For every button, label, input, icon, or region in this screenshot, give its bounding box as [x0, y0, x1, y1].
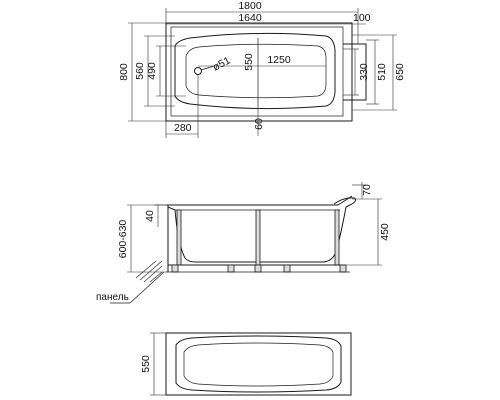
side-leg-1: [176, 209, 182, 266]
top-basin-inner: [185, 43, 327, 99]
dim-1640: 1640: [238, 12, 262, 24]
dim-510: 510: [376, 63, 388, 81]
dim-70: 70: [361, 184, 373, 196]
top-basin-outer: [174, 32, 336, 110]
dim-60: 60: [253, 118, 265, 130]
front-view: 550: [140, 332, 352, 396]
dim-560: 560: [134, 62, 146, 80]
dim-450: 450: [379, 223, 391, 241]
dim-100: 100: [353, 12, 371, 24]
front-outer: [165, 332, 352, 396]
panel-leader: [129, 271, 165, 304]
front-basin-outer: [175, 335, 342, 393]
drain-icon: [194, 67, 202, 75]
top-rim-notch: [343, 43, 367, 101]
side-overflow: [333, 197, 357, 208]
dim-1250: 1250: [267, 54, 291, 66]
top-view: 1800 1640 100 800 560 490 550 ø51 1250: [118, 0, 406, 138]
dim-1800: 1800: [238, 0, 262, 12]
dim-800: 800: [118, 63, 130, 81]
dim-diameter: ø51: [211, 54, 233, 73]
top-outer-rim: [165, 22, 353, 122]
dim-550: 550: [243, 53, 255, 71]
panel-hatch: [135, 260, 163, 283]
side-leg-3: [334, 209, 340, 266]
side-feet: [171, 264, 347, 273]
dim-490: 490: [146, 62, 158, 80]
dim-650: 650: [394, 63, 406, 81]
side-view: панель 70 450 40 600-630: [96, 182, 391, 304]
dim-40: 40: [144, 210, 156, 222]
dim-600-630: 600-630: [117, 220, 129, 259]
side-leg-2: [255, 209, 261, 266]
dim-280: 280: [174, 122, 192, 134]
top-inner-rim: [170, 26, 344, 117]
side-rim: [166, 195, 353, 206]
panel-label: панель: [96, 292, 129, 303]
dim-550-front: 550: [140, 355, 152, 373]
front-basin-inner: [183, 342, 334, 387]
drain-leader: [200, 65, 215, 71]
dim-330: 330: [358, 63, 370, 81]
